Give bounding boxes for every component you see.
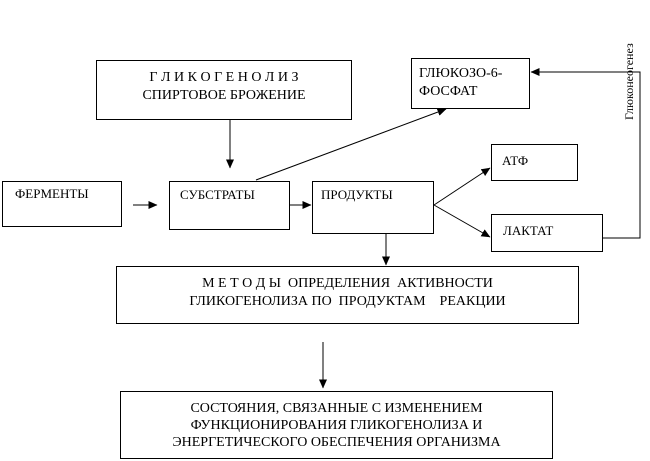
states-box: СОСТОЯНИЯ, СВЯЗАННЫЕ С ИЗМЕНЕНИЕМ ФУНКЦИ… xyxy=(120,391,553,459)
gluconeogenesis-label: Глюконеогенез xyxy=(622,43,636,120)
methods-box: М Е Т О Д Ы ОПРЕДЕЛЕНИЯ АКТИВНОСТИ ГЛИКО… xyxy=(116,266,579,324)
arrow-gluconeogenesis-loop xyxy=(530,68,641,239)
states-line3: ЭНЕРГЕТИЧЕСКОГО ОБЕСПЕЧЕНИЯ ОРГАНИЗМА xyxy=(172,435,501,450)
lactate-box: ЛАКТАТ xyxy=(491,214,603,252)
glucose6p-box: ГЛЮКОЗО-6- ФОСФАТ xyxy=(411,58,530,109)
states-line1: СОСТОЯНИЯ, СВЯЗАННЫЕ С ИЗМЕНЕНИЕМ xyxy=(190,401,483,416)
substrates-label: СУБСТРАТЫ xyxy=(180,187,255,202)
products-box: ПРОДУКТЫ xyxy=(312,181,434,234)
glucose6p-line1: ГЛЮКОЗО-6- xyxy=(419,66,503,81)
atp-label: АТФ xyxy=(502,153,529,168)
arrow-products-to-lactate xyxy=(433,204,491,238)
glycogenolysis-box: Г Л И К О Г Е Н О Л И З СПИРТОВОЕ БРОЖЕН… xyxy=(96,60,352,120)
lactate-label: ЛАКТАТ xyxy=(503,223,554,238)
methods-line1: М Е Т О Д Ы ОПРЕДЕЛЕНИЯ АКТИВНОСТИ xyxy=(202,276,493,291)
arrow-substrates-to-glucose6p xyxy=(255,108,447,181)
glucose6p-line2: ФОСФАТ xyxy=(419,84,478,99)
atp-box: АТФ xyxy=(491,144,578,181)
enzymes-label: ФЕРМЕНТЫ xyxy=(15,186,89,201)
glycogenolysis-title: Г Л И К О Г Е Н О Л И З xyxy=(149,70,299,85)
substrates-box: СУБСТРАТЫ xyxy=(169,181,290,230)
products-label: ПРОДУКТЫ xyxy=(321,187,393,202)
enzymes-box: ФЕРМЕНТЫ xyxy=(2,181,122,227)
alcoholic-fermentation-label: СПИРТОВОЕ БРОЖЕНИЕ xyxy=(142,88,306,103)
arrow-products-to-atp xyxy=(433,167,491,206)
states-line2: ФУНКЦИОНИРОВАНИЯ ГЛИКОГЕНОЛИЗА И xyxy=(190,418,483,433)
methods-line2: ГЛИКОГЕНОЛИЗА ПО ПРОДУКТАМ РЕАКЦИИ xyxy=(189,294,506,309)
